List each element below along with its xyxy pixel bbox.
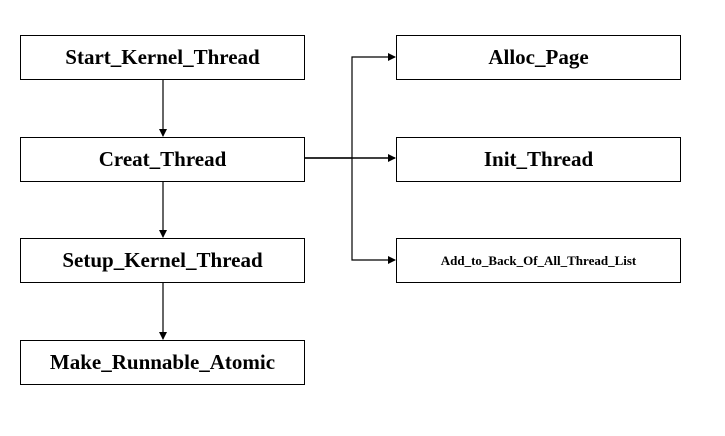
node-init-thread: Init_Thread (396, 137, 681, 182)
node-make-runnable-atomic: Make_Runnable_Atomic (20, 340, 305, 385)
edge-creat-to-add (351, 158, 396, 264)
node-creat-thread: Creat_Thread (20, 137, 305, 182)
node-add-to-back-of-all-thread-list: Add_to_Back_Of_All_Thread_List (396, 238, 681, 283)
edge-creat-to-alloc (305, 53, 396, 159)
node-start-kernel-thread: Start_Kernel_Thread (20, 35, 305, 80)
node-setup-kernel-thread: Setup_Kernel_Thread (20, 238, 305, 283)
node-alloc-page: Alloc_Page (396, 35, 681, 80)
